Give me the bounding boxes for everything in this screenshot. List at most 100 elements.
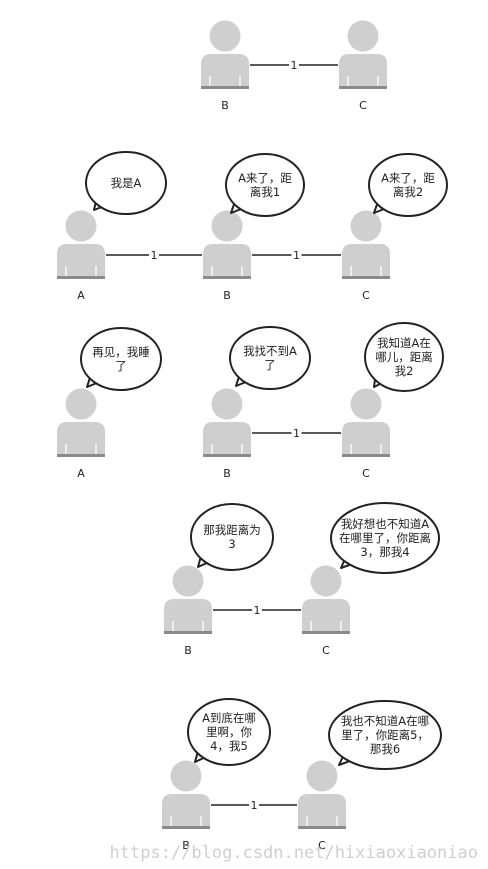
bubble-text-line: 里了，你距离5， <box>341 728 429 742</box>
bubble-text-line: 里啊，你 <box>206 725 252 739</box>
person-base <box>298 826 346 829</box>
link-weight-label: 1 <box>254 604 261 617</box>
person-base <box>164 631 212 634</box>
person-head-b <box>209 20 241 52</box>
node-label-c: C <box>359 99 367 112</box>
person-base <box>57 454 105 457</box>
bubble-text-line: A到底在哪 <box>202 711 256 725</box>
link-weight-label: 1 <box>291 59 298 72</box>
link-label-bg <box>291 426 302 439</box>
person-icon-c <box>339 20 387 89</box>
bubble-tail-join <box>94 367 108 379</box>
person-icon-b <box>203 388 251 457</box>
person-base <box>342 276 390 279</box>
bubble-text-line: 再见，我睡 <box>92 345 150 359</box>
scene-3: 1A B C <box>77 426 370 480</box>
bubble-text-line: 3，那我4 <box>360 545 409 559</box>
person-body-c <box>339 54 387 86</box>
person-head-b <box>170 760 202 792</box>
bubble-tail-join <box>377 367 392 378</box>
person-body-c <box>298 794 346 826</box>
person-head-a <box>65 210 97 242</box>
person-body-b <box>164 599 212 631</box>
bubble-text-line: 我知道A在 <box>377 336 431 350</box>
bubble-text-line: 哪儿，距离 <box>375 350 433 364</box>
person-base <box>203 276 251 279</box>
bubble-tail-join <box>381 193 396 205</box>
bubble-tail-join <box>350 549 365 560</box>
person-icon-a <box>57 210 105 279</box>
bubble-tail-join <box>99 191 113 203</box>
person-base <box>57 276 105 279</box>
node-label-a: A <box>77 467 85 480</box>
bubble-text-line: 了 <box>115 359 127 373</box>
bubble-text-line: 我好想也不知道A <box>341 517 429 531</box>
person-icon-b <box>201 20 249 89</box>
bubble-tail-join <box>349 745 364 756</box>
watermark-text: https://blog.csdn.net/hixiaoxiaoniao <box>110 843 478 863</box>
link-weight-label: 1 <box>293 427 300 440</box>
link-label-bg <box>291 248 302 261</box>
link-weight-label: 1 <box>293 249 300 262</box>
person-base <box>162 826 210 829</box>
speech-bubble-3-a: 再见，我睡了 <box>80 327 162 391</box>
speech-bubble-2-a: 我是A <box>85 151 167 215</box>
link-label-bg <box>289 58 299 71</box>
bubble-text-line: A来了，距 <box>381 171 435 185</box>
person-base <box>203 454 251 457</box>
bubble-text-line: 离我1 <box>250 185 280 199</box>
person-head-b <box>172 565 204 597</box>
person-body-c <box>302 599 350 631</box>
person-head-b <box>211 388 243 420</box>
person-icon-c <box>298 760 346 829</box>
person-icon-b <box>203 210 251 279</box>
node-label-c: C <box>322 644 330 657</box>
person-icon-b <box>164 565 212 634</box>
bubble-tail-join <box>204 546 219 558</box>
node-label-a: A <box>77 289 85 302</box>
bubble-tail-join <box>201 741 216 753</box>
person-body-b <box>162 794 210 826</box>
person-icon-c <box>302 565 350 634</box>
bubble-text-line: 我2 <box>395 364 414 378</box>
person-head-c <box>350 388 382 420</box>
person-icon-c <box>342 210 390 279</box>
person-head-c <box>347 20 379 52</box>
person-head-c <box>306 760 338 792</box>
bubble-text-line: 3 <box>228 537 235 551</box>
person-icon-a <box>57 388 105 457</box>
bubble-text-line: 了 <box>264 358 276 372</box>
bubble-text-line: 我也不知道A在哪 <box>341 714 429 728</box>
node-label-c: C <box>318 839 326 852</box>
bubble-tail-join <box>238 193 253 205</box>
bubble-tail-join <box>243 366 257 378</box>
node-label-b: B <box>184 644 192 657</box>
node-label-c: C <box>362 467 370 480</box>
node-label-b: B <box>223 467 231 480</box>
person-head-c <box>310 565 342 597</box>
person-base <box>339 86 387 89</box>
person-icon-b <box>162 760 210 829</box>
person-base <box>342 454 390 457</box>
person-body-a <box>57 422 105 454</box>
bubble-text-line: 4，我5 <box>210 739 248 753</box>
person-body-b <box>203 422 251 454</box>
link-label-bg <box>249 798 259 811</box>
person-body-a <box>57 244 105 276</box>
bubble-text-line: 在哪里了，你距离 <box>339 531 431 545</box>
link-weight-label: 1 <box>151 249 158 262</box>
bubble-text-line: 我找不到A <box>243 344 297 358</box>
bubble-text-line: 那我6 <box>370 742 400 756</box>
person-head-a <box>65 388 97 420</box>
